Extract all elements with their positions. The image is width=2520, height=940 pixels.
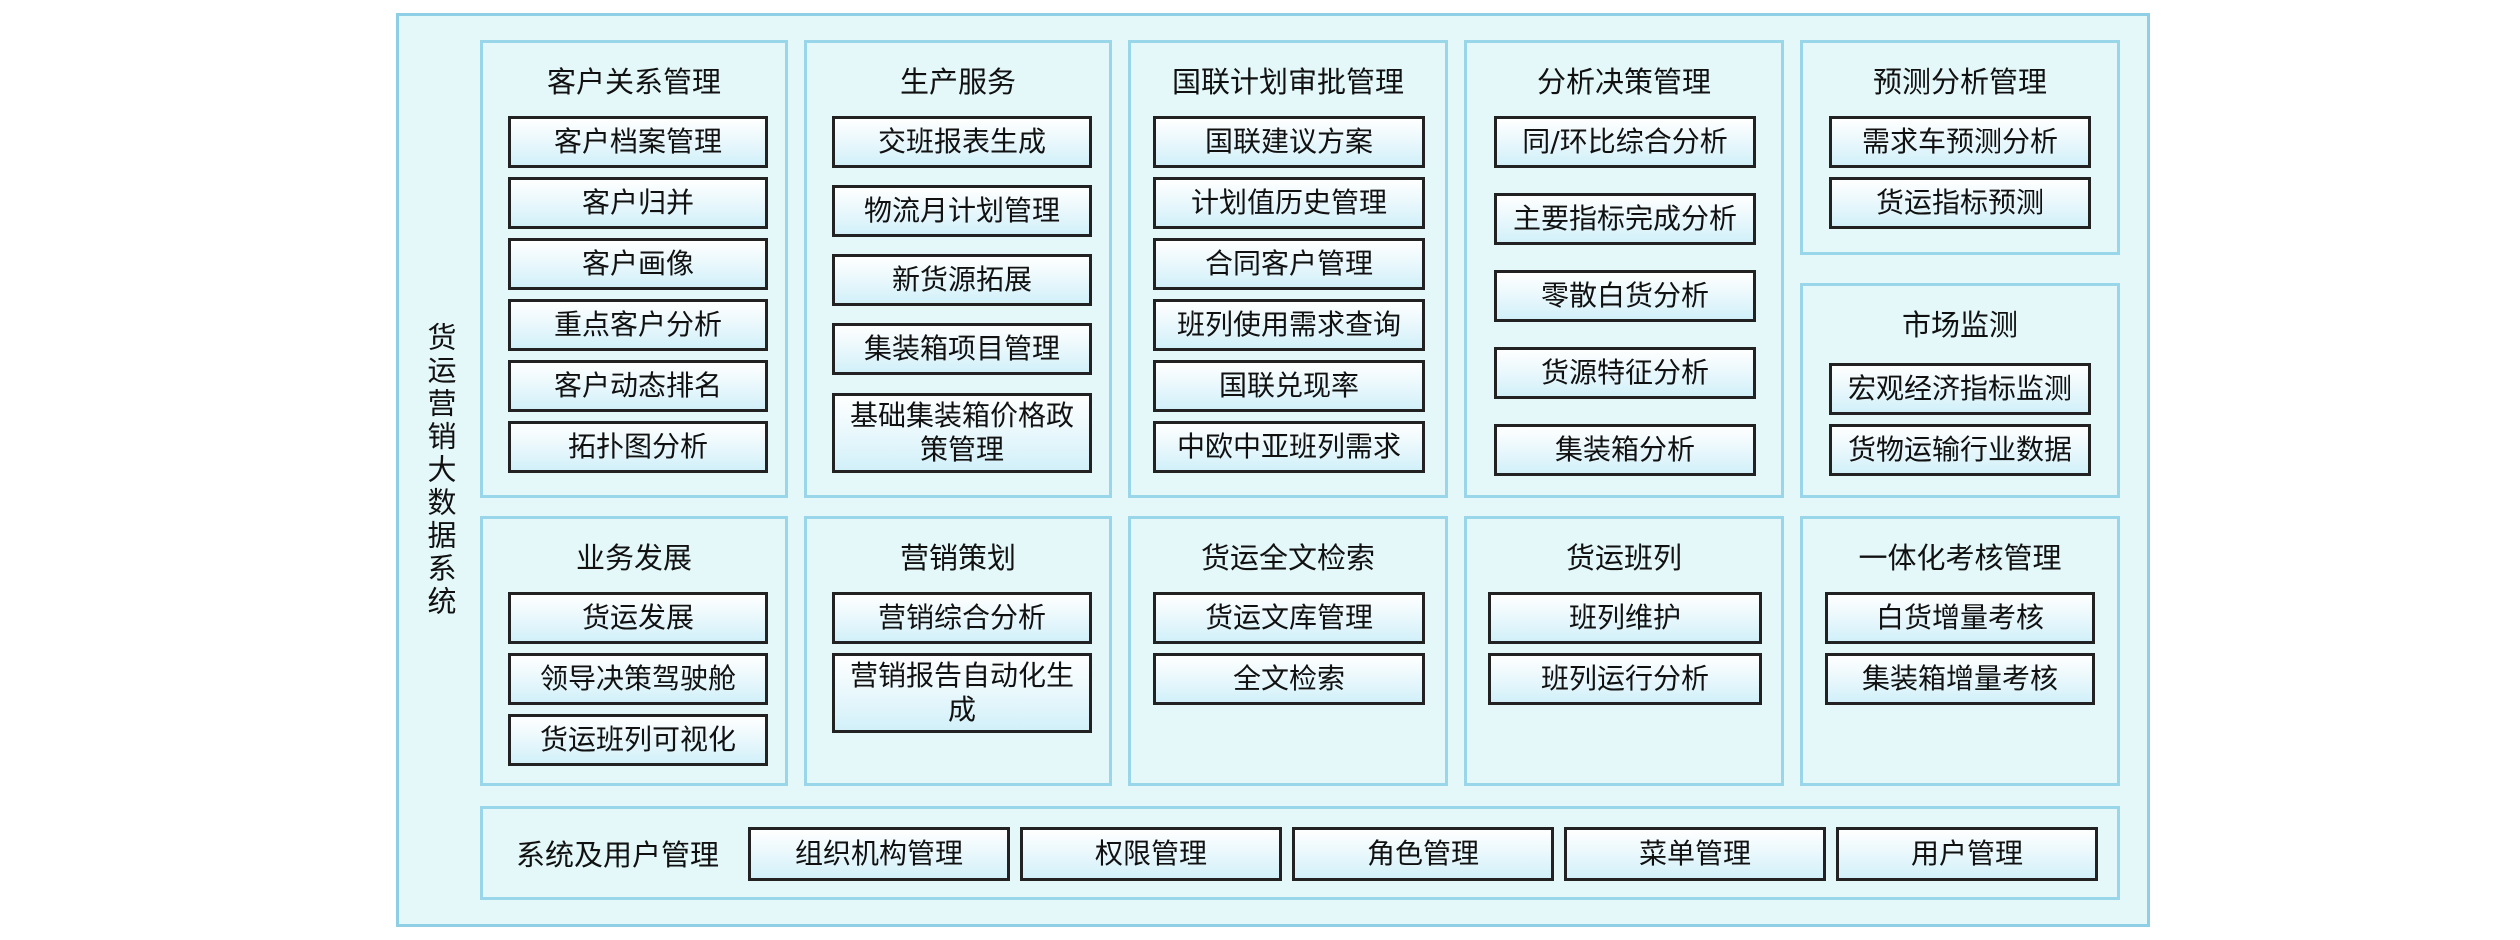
panel-business: 业务发展 货运发展 领导决策驾驶舱 货运班列可视化 <box>480 516 788 786</box>
module-button[interactable]: 客户归并 <box>508 177 768 229</box>
panel-title: 国联计划审批管理 <box>1171 65 1404 99</box>
module-button[interactable]: 基础集装箱价格政策管理 <box>832 393 1092 473</box>
module-button[interactable]: 客户动态排名 <box>508 360 768 412</box>
module-button[interactable]: 客户画像 <box>508 238 768 290</box>
module-button[interactable]: 计划值历史管理 <box>1153 177 1425 229</box>
panel-title: 客户关系管理 <box>546 65 721 99</box>
panel-train: 货运班列 班列维护 班列运行分析 <box>1464 516 1784 786</box>
module-button[interactable]: 营销报告自动化生成 <box>832 653 1092 733</box>
module-button[interactable]: 国联建议方案 <box>1153 116 1425 168</box>
module-button[interactable]: 全文检索 <box>1153 653 1425 705</box>
panel-forecast: 预测分析管理 需求车预测分析 货运指标预测 <box>1800 40 2120 255</box>
module-button[interactable]: 班列使用需求查询 <box>1153 299 1425 351</box>
module-button[interactable]: 白货增量考核 <box>1825 592 2095 644</box>
system-button-menu[interactable]: 菜单管理 <box>1564 827 1826 881</box>
system-management-label: 系统及用户管理 <box>516 838 720 872</box>
panel-title: 生产服务 <box>899 65 1016 99</box>
panel-analysis: 分析决策管理 同/环比综合分析 主要指标完成分析 零散白货分析 货源特征分析 集… <box>1464 40 1784 498</box>
module-button[interactable]: 同/环比综合分析 <box>1494 116 1756 168</box>
panel-market: 市场监测 宏观经济指标监测 货物运输行业数据 <box>1800 283 2120 498</box>
module-button[interactable]: 客户档案管理 <box>508 116 768 168</box>
module-button[interactable]: 宏观经济指标监测 <box>1829 363 2091 415</box>
module-button[interactable]: 班列维护 <box>1488 592 1762 644</box>
module-button[interactable]: 集装箱分析 <box>1494 424 1756 476</box>
module-button[interactable]: 拓扑图分析 <box>508 421 768 473</box>
module-button[interactable]: 物流月计划管理 <box>832 185 1092 237</box>
panel-title: 市场监测 <box>1901 308 2018 342</box>
module-button[interactable]: 货运班列可视化 <box>508 714 768 766</box>
panel-intl-plan: 国联计划审批管理 国联建议方案 计划值历史管理 合同客户管理 班列使用需求查询 … <box>1128 40 1448 498</box>
system-button-permission[interactable]: 权限管理 <box>1020 827 1282 881</box>
panel-title: 一体化考核管理 <box>1858 541 2062 575</box>
module-button[interactable]: 国联兑现率 <box>1153 360 1425 412</box>
module-button[interactable]: 货物运输行业数据 <box>1829 424 2091 476</box>
panel-title: 货运全文检索 <box>1200 541 1375 575</box>
module-button[interactable]: 货源特征分析 <box>1494 347 1756 399</box>
panel-title: 业务发展 <box>575 541 692 575</box>
module-button[interactable]: 重点客户分析 <box>508 299 768 351</box>
panel-title: 预测分析管理 <box>1872 65 2047 99</box>
module-button[interactable]: 需求车预测分析 <box>1829 116 2091 168</box>
panel-title: 营销策划 <box>899 541 1016 575</box>
module-button[interactable]: 领导决策驾驶舱 <box>508 653 768 705</box>
module-button[interactable]: 零散白货分析 <box>1494 270 1756 322</box>
panel-title: 货运班列 <box>1565 541 1682 575</box>
module-button[interactable]: 货运指标预测 <box>1829 177 2091 229</box>
module-button[interactable]: 集装箱项目管理 <box>832 323 1092 375</box>
module-button[interactable]: 交班报表生成 <box>832 116 1092 168</box>
module-button[interactable]: 货运文库管理 <box>1153 592 1425 644</box>
module-button[interactable]: 集装箱增量考核 <box>1825 653 2095 705</box>
panel-marketing: 营销策划 营销综合分析 营销报告自动化生成 <box>804 516 1112 786</box>
module-button[interactable]: 营销综合分析 <box>832 592 1092 644</box>
module-button[interactable]: 中欧中亚班列需求 <box>1153 421 1425 473</box>
module-button[interactable]: 新货源拓展 <box>832 254 1092 306</box>
panel-title: 分析决策管理 <box>1536 65 1711 99</box>
panel-assessment: 一体化考核管理 白货增量考核 集装箱增量考核 <box>1800 516 2120 786</box>
system-button-role[interactable]: 角色管理 <box>1292 827 1554 881</box>
panel-production: 生产服务 交班报表生成 物流月计划管理 新货源拓展 集装箱项目管理 基础集装箱价… <box>804 40 1112 498</box>
module-button[interactable]: 班列运行分析 <box>1488 653 1762 705</box>
panel-search: 货运全文检索 货运文库管理 全文检索 <box>1128 516 1448 786</box>
system-button-org[interactable]: 组织机构管理 <box>748 827 1010 881</box>
system-title: 货运营销大数据系统 <box>423 321 457 619</box>
module-button[interactable]: 货运发展 <box>508 592 768 644</box>
module-button[interactable]: 合同客户管理 <box>1153 238 1425 290</box>
system-button-user[interactable]: 用户管理 <box>1836 827 2098 881</box>
panel-customer: 客户关系管理 客户档案管理 客户归并 客户画像 重点客户分析 客户动态排名 拓扑… <box>480 40 788 498</box>
module-button[interactable]: 主要指标完成分析 <box>1494 193 1756 245</box>
